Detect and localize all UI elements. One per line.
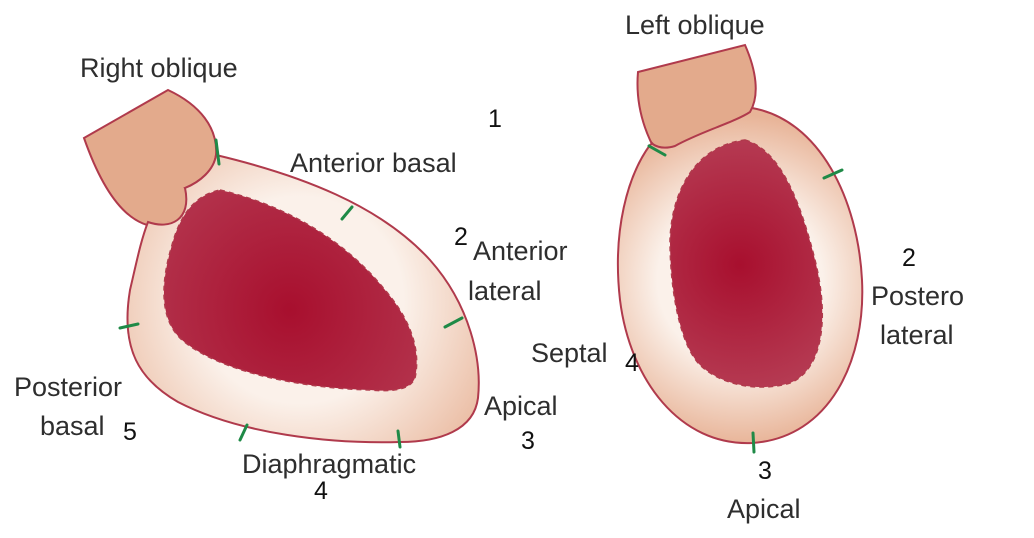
right-oblique-number-anterior-basal: 1 — [488, 105, 502, 133]
right-oblique-label-anterior-lateral-line2: lateral — [468, 276, 542, 306]
right-oblique-title: Right oblique — [80, 53, 238, 83]
left-oblique-label-postero-lateral-line1: Postero — [871, 281, 965, 311]
right-oblique-label-posterior-basal-line2: basal — [40, 411, 105, 441]
right-oblique-number-apical: 3 — [521, 427, 535, 455]
left-oblique-number-apical: 3 — [758, 457, 772, 485]
left-oblique-view — [616, 43, 864, 454]
tick-apical — [751, 431, 756, 454]
right-oblique-label-anterior-lateral-line1: Anterior — [473, 236, 568, 266]
left-oblique-segment-ticks — [647, 144, 844, 454]
tick-postero-lateral — [822, 168, 844, 180]
left-oblique-label-postero-lateral-line2: lateral — [880, 320, 954, 350]
tick-basal-lateral — [340, 205, 354, 221]
right-oblique-view — [82, 88, 480, 449]
left-oblique-aortic-root — [636, 43, 757, 149]
right-oblique-label-diaphragmatic: Diaphragmatic — [242, 449, 417, 479]
left-oblique-title: Left oblique — [625, 10, 765, 40]
tick-aortic-septal — [647, 144, 667, 157]
tick-lateral-apical — [443, 316, 464, 329]
left-oblique-label-septal: Septal — [531, 338, 608, 368]
right-oblique-label-apical: Apical — [484, 391, 558, 421]
right-oblique-label-anterior-basal: Anterior basal — [290, 148, 457, 178]
left-oblique-number-septal: 4 — [625, 349, 639, 377]
right-oblique-cavity — [163, 189, 418, 392]
right-oblique-number-posterior-basal: 5 — [123, 418, 137, 446]
tick-diaphragmatic-posterior — [238, 423, 249, 442]
right-oblique-label-posterior-basal-line1: Posterior — [14, 372, 123, 402]
left-oblique-cavity — [669, 139, 824, 388]
right-oblique-number-anterior-lateral: 2 — [454, 223, 468, 251]
left-oblique-number-postero-lateral: 2 — [902, 244, 916, 272]
tick-apical-diaphragmatic — [396, 429, 402, 449]
left-oblique-label-apical: Apical — [727, 494, 801, 524]
tick-aortic-basal — [214, 138, 221, 166]
tick-posterior-aortic — [118, 322, 140, 330]
right-oblique-segment-ticks — [118, 138, 464, 449]
right-oblique-number-diaphragmatic: 4 — [314, 477, 328, 505]
